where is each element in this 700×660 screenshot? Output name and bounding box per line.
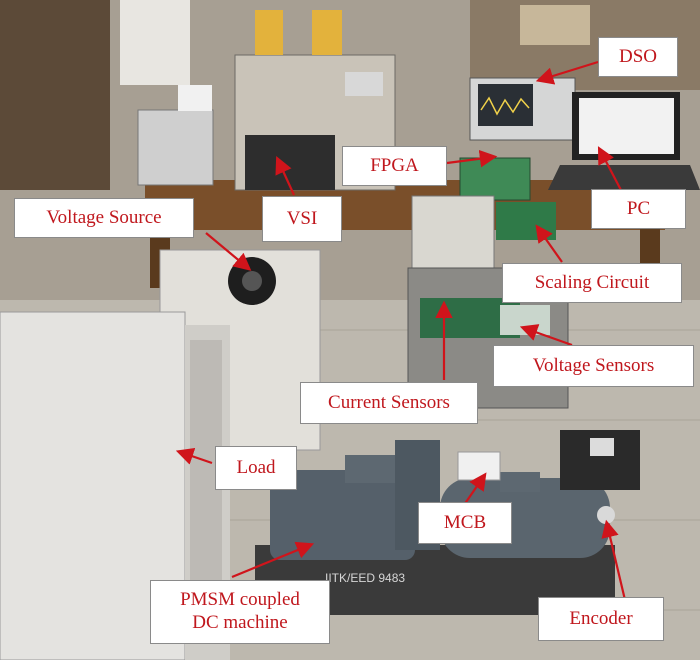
label-pmsm-coupled-dc-machine: PMSM coupled DC machine bbox=[150, 580, 330, 644]
back-white-panel bbox=[120, 0, 190, 85]
label-encoder: Encoder bbox=[538, 597, 664, 641]
laptop-screen bbox=[579, 98, 674, 154]
label-voltage-source: Voltage Source bbox=[14, 198, 194, 238]
scaling-circuit-board bbox=[496, 202, 556, 240]
motor-marking: IITK/EED 9483 bbox=[325, 571, 405, 585]
rheostat bbox=[137, 109, 214, 186]
label-current-sensors: Current Sensors bbox=[300, 382, 478, 424]
label-voltage-sensors: Voltage Sensors bbox=[493, 345, 694, 387]
back-left-furniture bbox=[0, 0, 110, 190]
pmsm-terminal bbox=[500, 472, 540, 492]
voltage-sensor-boards bbox=[500, 305, 550, 335]
label-dso: DSO bbox=[598, 37, 678, 77]
multimeter-2 bbox=[312, 10, 342, 55]
dso-trace bbox=[480, 96, 530, 116]
small-module bbox=[345, 72, 383, 96]
voltage-source-knob-center bbox=[242, 271, 262, 291]
label-pmsm-line2: DC machine bbox=[192, 612, 288, 633]
dso-screen bbox=[478, 84, 533, 126]
label-fpga: FPGA bbox=[342, 146, 447, 186]
dc-machine bbox=[270, 470, 415, 560]
label-scaling-circuit: Scaling Circuit bbox=[502, 263, 682, 303]
label-mcb: MCB bbox=[418, 502, 512, 544]
scaling-circuit-box bbox=[411, 195, 495, 273]
rheostat-meter bbox=[178, 85, 212, 111]
label-pmsm-line1: PMSM coupled bbox=[180, 589, 300, 611]
cardboard-box bbox=[520, 5, 590, 45]
fpga-board bbox=[459, 157, 531, 201]
encoder-shaft bbox=[597, 506, 615, 524]
label-vsi: VSI bbox=[262, 196, 342, 242]
mcb-device bbox=[457, 451, 501, 481]
label-pc: PC bbox=[591, 189, 686, 229]
multimeter-1 bbox=[255, 10, 283, 55]
dc-machine-terminal bbox=[345, 455, 400, 483]
vsi-heatsink bbox=[245, 135, 335, 190]
laptop-base bbox=[548, 165, 700, 190]
encoder-display bbox=[590, 438, 614, 456]
label-load: Load bbox=[215, 446, 297, 490]
